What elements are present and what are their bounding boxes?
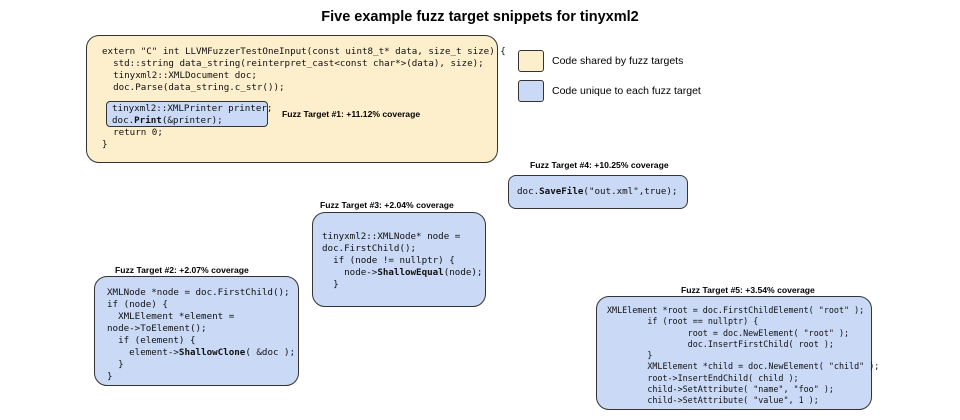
- shared-code-bottom: return 0; }: [102, 127, 163, 150]
- fuzz-target-4-code: doc.SaveFile("out.xml",true);: [517, 186, 678, 197]
- fuzz-target-3-code: tinyxml2::XMLNode* node = doc.FirstChild…: [322, 231, 483, 290]
- fuzz-target-1-box: tinyxml2::XMLPrinter printer; doc.Print(…: [106, 101, 272, 127]
- diagram-title: Five example fuzz target snippets for ti…: [321, 9, 639, 25]
- fuzz-target-1-label: Fuzz Target #1: +11.12% coverage: [282, 109, 421, 119]
- shared-code-top: extern "C" int LLVMFuzzerTestOneInput(co…: [102, 46, 506, 93]
- fuzz-target-4-label: Fuzz Target #4: +10.25% coverage: [530, 160, 669, 170]
- fuzz-target-2-code: XMLNode *node = doc.FirstChild(); if (no…: [107, 287, 296, 382]
- fuzz-target-3-box: tinyxml2::XMLNode* node = doc.FirstChild…: [312, 212, 486, 307]
- fuzz-target-2-box: XMLNode *node = doc.FirstChild(); if (no…: [94, 276, 299, 386]
- fuzz-target-2-label: Fuzz Target #2: +2.07% coverage: [115, 265, 249, 275]
- legend-unique-swatch: [518, 80, 544, 102]
- fuzz-target-4-box: doc.SaveFile("out.xml",true);: [508, 175, 688, 209]
- fuzz-target-3-label: Fuzz Target #3: +2.04% coverage: [320, 200, 454, 210]
- fuzz-target-5-box: XMLElement *root = doc.FirstChildElement…: [596, 296, 879, 410]
- fuzz-target-5-code: XMLElement *root = doc.FirstChildElement…: [607, 305, 880, 406]
- legend-shared-swatch: [518, 50, 544, 72]
- legend-shared-label: Code shared by fuzz targets: [552, 55, 684, 67]
- legend-unique-label: Code unique to each fuzz target: [552, 85, 701, 97]
- fuzz-target-5-label: Fuzz Target #5: +3.54% coverage: [681, 285, 815, 295]
- fuzz-target-1-code: tinyxml2::XMLPrinter printer; doc.Print(…: [112, 103, 273, 126]
- shared-code-box: extern "C" int LLVMFuzzerTestOneInput(co…: [86, 35, 506, 163]
